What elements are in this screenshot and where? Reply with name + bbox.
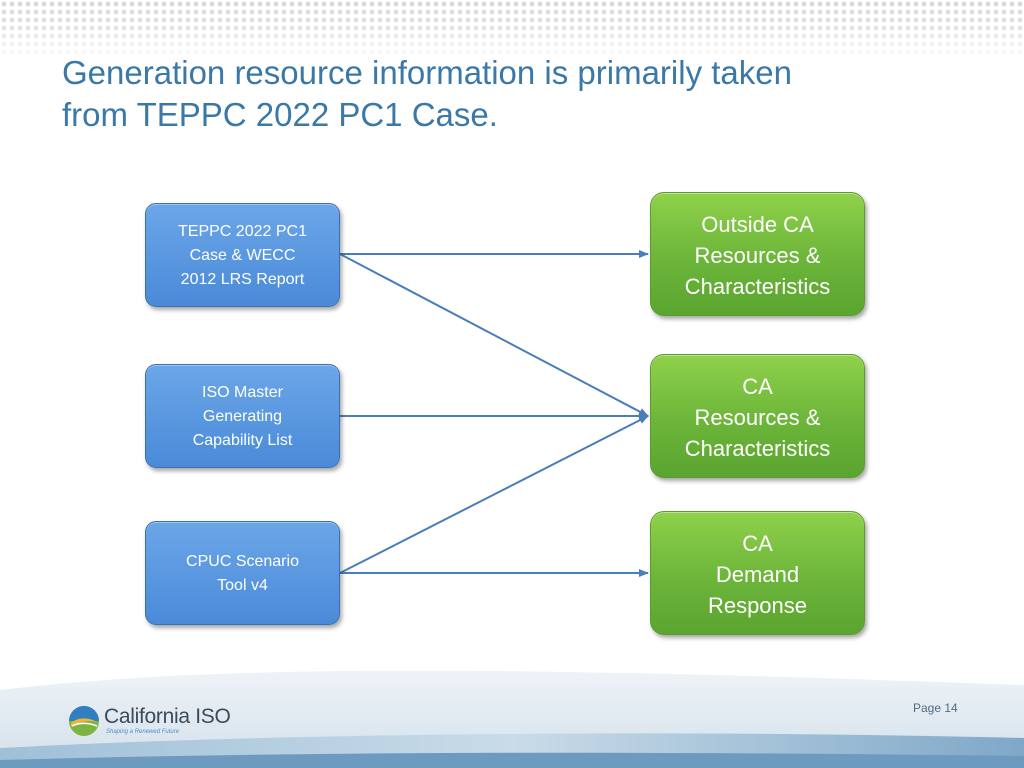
source-box-teppc: TEPPC 2022 PC1 Case & WECC 2012 LRS Repo… bbox=[145, 203, 340, 307]
arrow-cpuc-to-ca-resources bbox=[339, 415, 649, 574]
california-iso-logo: California ISO Shaping a Renewed Future bbox=[68, 705, 231, 737]
target-box-text: Response bbox=[707, 593, 808, 618]
target-box-text: Characteristics bbox=[684, 436, 831, 461]
target-box-text: CA bbox=[742, 531, 773, 556]
source-box-text: CPUC Scenario bbox=[186, 553, 299, 570]
target-box-outside-ca-resources: Outside CA Resources & Characteristics bbox=[650, 192, 865, 316]
slide-title-line-2: from TEPPC 2022 PC1 Case. bbox=[62, 96, 498, 133]
page-number: Page 14 bbox=[913, 701, 958, 715]
header-dot-pattern bbox=[0, 0, 1024, 60]
source-box-text: Tool v4 bbox=[217, 577, 268, 594]
logo-name: California ISO bbox=[104, 705, 231, 728]
source-box-text: Generating bbox=[202, 408, 283, 425]
target-box-ca-demand-response: CA Demand Response bbox=[650, 511, 865, 635]
source-box-text: 2012 LRS Report bbox=[180, 271, 305, 288]
target-box-text: CA bbox=[742, 374, 773, 399]
source-box-text: TEPPC 2022 PC1 bbox=[178, 223, 307, 240]
target-box-text: Resources & bbox=[694, 243, 821, 268]
source-box-text: ISO Master bbox=[202, 384, 283, 401]
target-box-ca-resources: CA Resources & Characteristics bbox=[650, 354, 865, 478]
source-box-text: Case & WECC bbox=[189, 247, 296, 264]
footer-swoosh bbox=[0, 670, 1024, 768]
california-iso-logo-icon bbox=[69, 706, 99, 736]
source-box-text: Capability List bbox=[192, 432, 293, 449]
arrow-teppc-to-ca-resources bbox=[339, 253, 649, 417]
target-box-text: Outside CA bbox=[701, 212, 814, 237]
target-box-text: Resources & bbox=[694, 405, 821, 430]
logo-tagline: Shaping a Renewed Future bbox=[106, 729, 180, 735]
slide-title: Generation resource information is prima… bbox=[62, 52, 962, 136]
target-box-text: Demand bbox=[715, 562, 800, 587]
slide-title-line-1: Generation resource information is prima… bbox=[62, 54, 792, 91]
source-box-cpuc: CPUC Scenario Tool v4 bbox=[145, 521, 340, 625]
source-box-iso-master: ISO Master Generating Capability List bbox=[145, 364, 340, 468]
target-box-text: Characteristics bbox=[684, 274, 831, 299]
